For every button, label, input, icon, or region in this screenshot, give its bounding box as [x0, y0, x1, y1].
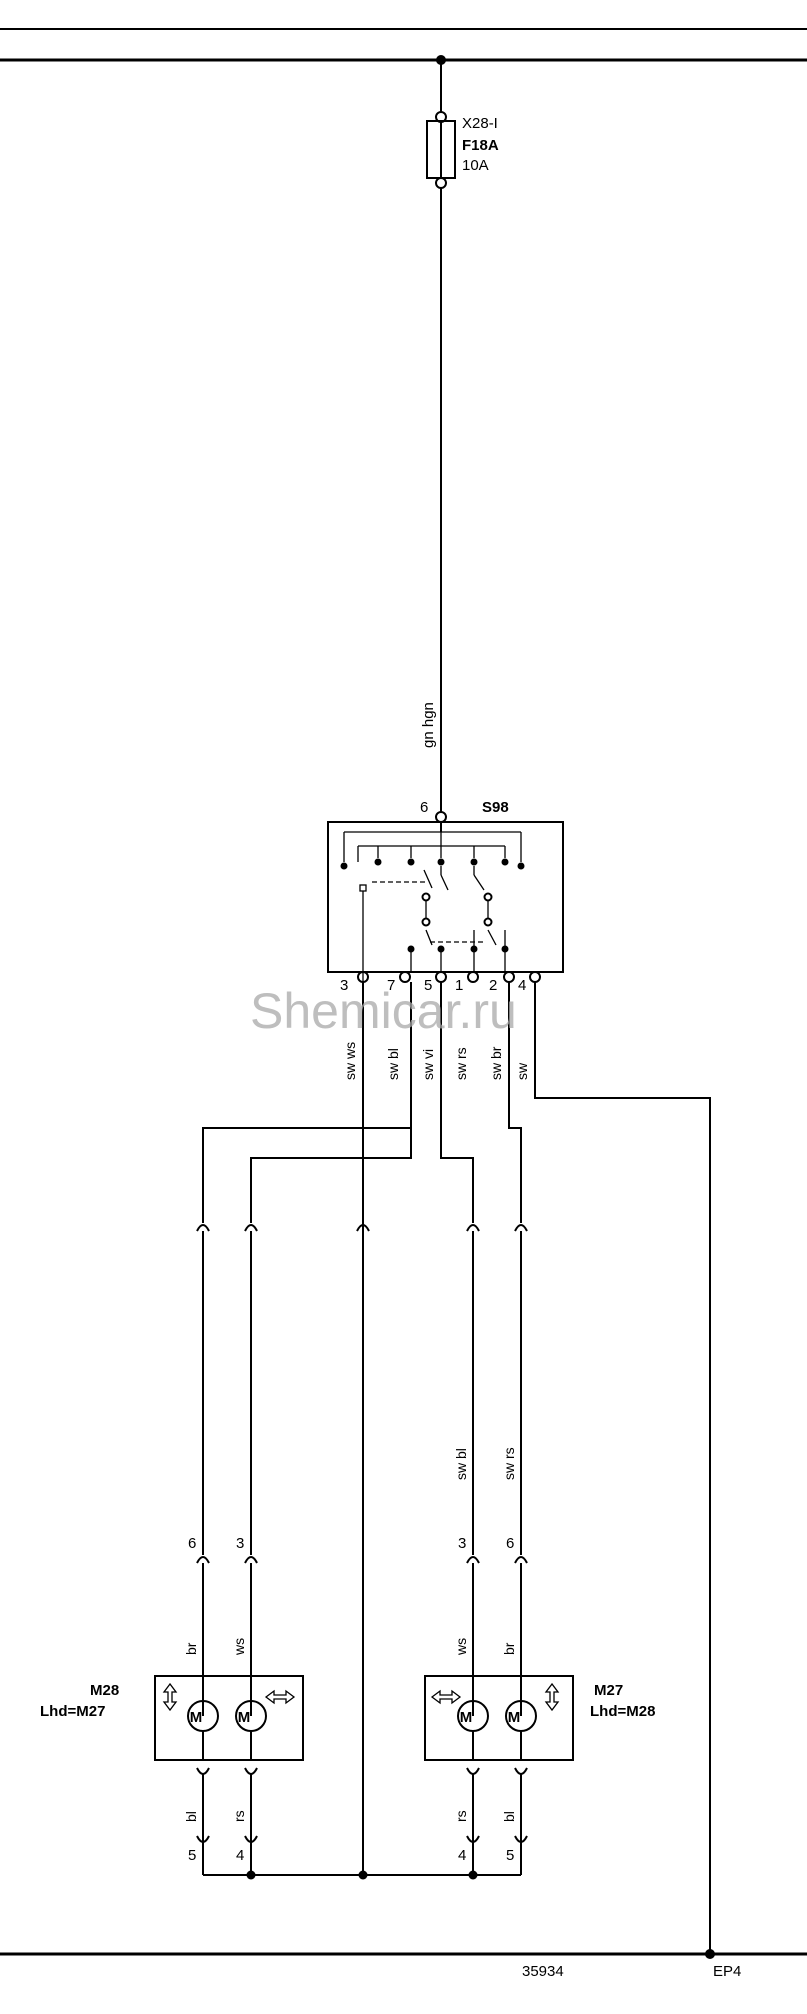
- wire-bridges: [196, 1224, 528, 1232]
- wire-color-label: br: [501, 1642, 517, 1655]
- switch-pin-label: 2: [489, 977, 497, 994]
- wire-color-label: sw: [514, 1062, 530, 1080]
- switch-pin-label: 5: [424, 977, 432, 994]
- fuse-connector-label: X28-I: [462, 115, 498, 132]
- motor-m28-unit: [154, 1675, 304, 1761]
- switch-input-pin-label: 6: [420, 799, 428, 816]
- top-bus: [0, 28, 807, 65]
- wire-color-label: sw bl: [385, 1048, 401, 1080]
- wire-color-label: bl: [501, 1811, 517, 1822]
- motor-symbol: M: [190, 1709, 203, 1726]
- switch-pin-label: 3: [340, 977, 348, 994]
- motor-left-pin-label: 4: [236, 1847, 244, 1864]
- motor-right-pin-label: 4: [458, 1847, 466, 1864]
- switch-s98: [327, 811, 564, 983]
- wire-color-label: bl: [183, 1811, 199, 1822]
- wire-color-label: sw rs: [453, 1047, 469, 1080]
- wire-color-label: ws: [453, 1638, 469, 1656]
- switch-id-label: S98: [482, 799, 509, 816]
- common-return-bus: [203, 1870, 521, 1880]
- up-down-arrow-icon: [162, 1682, 178, 1712]
- ground-label: EP4: [713, 1963, 741, 1980]
- main-wire-color-label: gn hgn: [420, 702, 437, 748]
- switch-pin-label: 1: [455, 977, 463, 994]
- switch-pin-label: 7: [387, 977, 395, 994]
- motor-bottom-connectors: [196, 1767, 528, 1875]
- motor-symbol: M: [238, 1709, 251, 1726]
- switch-output-wires: [202, 982, 711, 1954]
- up-down-arrow-icon: [544, 1682, 560, 1712]
- wire-color-label: ws: [231, 1638, 247, 1656]
- motor-symbol: M: [460, 1709, 473, 1726]
- motor-feed-wires: [202, 1231, 522, 1555]
- wire-color-label: sw ws: [342, 1042, 358, 1080]
- motor-m28-lhd-label: Lhd=M27: [40, 1703, 105, 1720]
- wire-color-label: rs: [231, 1810, 247, 1822]
- left-right-arrow-icon: [430, 1689, 462, 1705]
- motor-symbol: M: [508, 1709, 521, 1726]
- diagram-code-label: 35934: [522, 1963, 564, 1980]
- motor-m27-unit: [424, 1675, 574, 1761]
- motor-right-pin-label: 3: [458, 1535, 466, 1552]
- motor-top-connectors: [196, 1556, 528, 1716]
- motor-left-pin-label: 6: [188, 1535, 196, 1552]
- motor-right-pin-label: 6: [506, 1535, 514, 1552]
- ground-point: [705, 1949, 715, 1959]
- motor-right-pin-label: 5: [506, 1847, 514, 1864]
- wire-color-label: sw vi: [420, 1049, 436, 1080]
- switch-pin-label: 4: [518, 977, 526, 994]
- wire-color-label: sw rs: [501, 1447, 517, 1480]
- motor-m27-lhd-label: Lhd=M28: [590, 1703, 655, 1720]
- wire-color-label: sw br: [488, 1046, 504, 1080]
- wire-color-label: rs: [453, 1810, 469, 1822]
- fuse-rating-label: 10A: [462, 157, 489, 174]
- motor-m28-label: M28: [90, 1682, 119, 1699]
- watermark: Shemicar.ru: [250, 983, 517, 1039]
- motor-m27-label: M27: [594, 1682, 623, 1699]
- left-right-arrow-icon: [264, 1689, 296, 1705]
- fuse-id-label: F18A: [462, 137, 499, 154]
- fuse-f18a: [426, 111, 456, 189]
- motor-left-pin-label: 3: [236, 1535, 244, 1552]
- wire-color-label: sw bl: [453, 1448, 469, 1480]
- wire-color-label: br: [183, 1642, 199, 1655]
- motor-left-pin-label: 5: [188, 1847, 196, 1864]
